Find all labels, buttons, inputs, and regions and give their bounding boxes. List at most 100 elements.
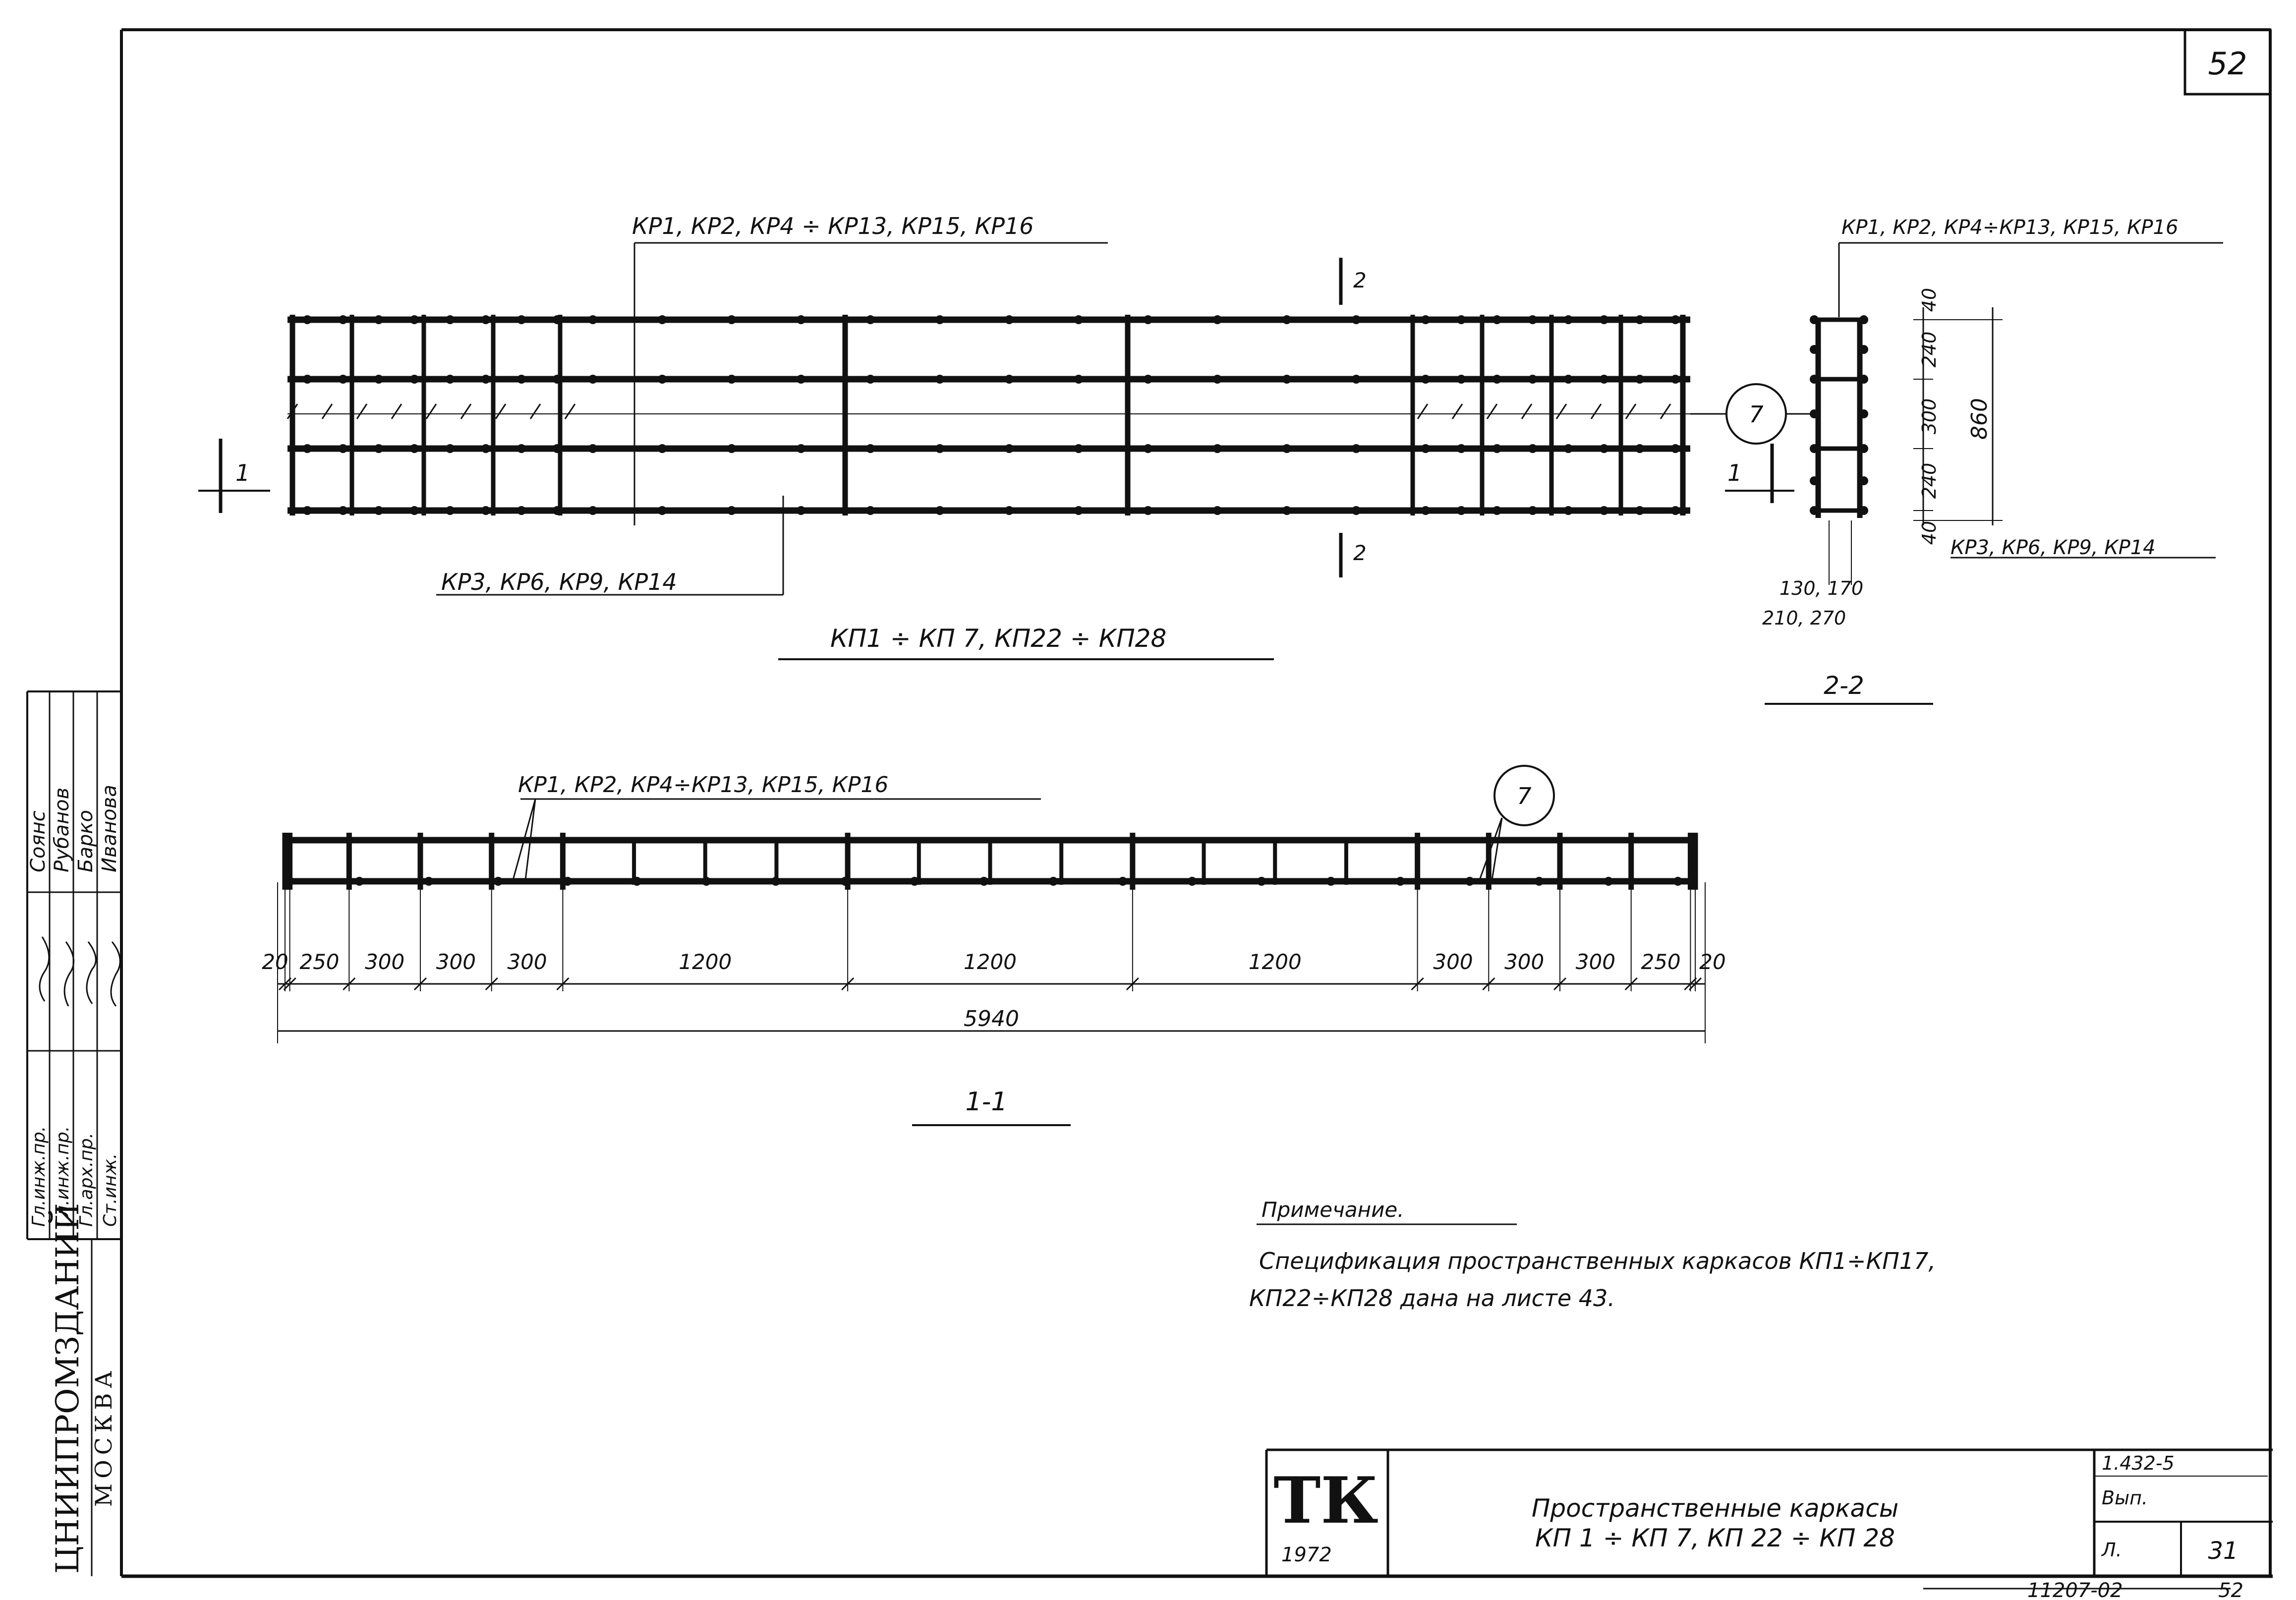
plan-dot xyxy=(410,444,419,453)
stamp-role-1: Гл.инж.пр. xyxy=(29,1126,49,1227)
plan-dot xyxy=(1457,315,1466,324)
sec22-width-a: 130, 170 xyxy=(1779,577,1863,599)
plan-dot xyxy=(1074,444,1083,453)
sec11-dim-label: 250 xyxy=(1641,950,1680,974)
plan-dot xyxy=(553,506,562,515)
plan-dot xyxy=(374,444,383,453)
sec11-dim-tick xyxy=(1684,977,1697,991)
plan-tick xyxy=(495,403,507,419)
sec11-dim-label: 1200 xyxy=(1249,950,1302,974)
plan-dot xyxy=(517,375,526,384)
plan-dot xyxy=(935,375,944,384)
plan-dot xyxy=(1005,315,1014,324)
plan-tick xyxy=(321,403,333,419)
sec11-dot xyxy=(1118,877,1127,886)
plan-title: КП1 ÷ КП 7, КП22 ÷ КП28 xyxy=(830,624,1166,653)
plan-dot xyxy=(1352,506,1361,515)
plan-dot xyxy=(1074,506,1083,515)
plan-dot xyxy=(658,444,667,453)
plan-dot xyxy=(553,444,562,453)
plan-dot xyxy=(866,375,875,384)
plan-dot xyxy=(1564,315,1573,324)
sec11-dim-label: 300 xyxy=(1576,950,1615,974)
plan-dot xyxy=(1492,315,1501,324)
stamp-role-4: Ст.инж. xyxy=(100,1153,120,1227)
sec22-dim-total: 860 xyxy=(1967,398,1992,440)
plan-view: КР1, КР2, КР4 ÷ КР13, КР15, КР16 КР3, КР… xyxy=(198,213,1817,660)
plan-dot xyxy=(1600,444,1608,453)
plan-dot xyxy=(1635,315,1644,324)
plan-dot xyxy=(410,315,419,324)
plan-tick xyxy=(1625,403,1637,419)
sec11-dim-label: 300 xyxy=(1504,950,1544,974)
sheet-frame xyxy=(120,28,2273,1578)
sec22-dot xyxy=(1810,506,1819,515)
sec11-dot xyxy=(1673,877,1682,886)
sec11-dim-label: 20 xyxy=(1699,950,1725,974)
plan-dot xyxy=(1005,444,1014,453)
sec11-dot xyxy=(424,877,433,886)
plan-dot xyxy=(588,506,597,515)
title-block: ТК 1972 Пространственные каркасы КП 1 ÷ … xyxy=(1265,1448,2273,1576)
cut-1-left-label: 1 xyxy=(235,459,250,486)
sec22-dot xyxy=(1810,444,1819,453)
plan-dot xyxy=(1352,315,1361,324)
sec11-marker-label: 7 xyxy=(1517,783,1531,809)
plan-tick xyxy=(529,403,541,419)
plan-tick xyxy=(1451,403,1463,419)
sec11-dim-tick xyxy=(413,977,427,991)
plan-dot xyxy=(1457,444,1466,453)
sec11-dot xyxy=(355,877,364,886)
plan-dot xyxy=(1528,444,1537,453)
plan-tick xyxy=(1555,403,1567,419)
title-block-sheet-number: 31 xyxy=(2208,1537,2238,1565)
title-block-line-1: Пространственные каркасы xyxy=(1532,1494,1898,1523)
plan-dot xyxy=(553,375,562,384)
plan-dot xyxy=(303,315,312,324)
plan-dot xyxy=(374,375,383,384)
sec11-dim-tick xyxy=(1126,977,1139,991)
plan-dot xyxy=(658,375,667,384)
plan-dot xyxy=(658,506,667,515)
plan-dot xyxy=(866,444,875,453)
sec22-dim-bottom: 40 xyxy=(1918,521,1940,545)
section-1-1-posts xyxy=(282,833,1698,890)
title-block-year: 1972 xyxy=(1281,1543,1332,1566)
page-number: 52 xyxy=(2208,46,2247,82)
plan-dot xyxy=(481,444,490,453)
plan-marker-circle xyxy=(1725,383,1787,445)
stamp-org: ЦНИИПРОМЗДАНИЙ xyxy=(48,1203,86,1574)
title-block-series: 1.432-5 xyxy=(2102,1452,2175,1474)
title-block-logo: ТК xyxy=(1273,1464,1378,1538)
plan-dot xyxy=(588,444,597,453)
sec22-dot xyxy=(1859,409,1868,418)
plan-dot xyxy=(1282,506,1291,515)
plan-tick xyxy=(356,403,368,419)
plan-tick xyxy=(1521,403,1533,419)
sec22-dot xyxy=(1859,444,1868,453)
plan-tick xyxy=(1660,403,1671,419)
note-block: Примечание. Спецификация пространственны… xyxy=(1249,1198,1936,1312)
cut-1-right-label: 1 xyxy=(1727,459,1742,486)
plan-dot xyxy=(339,506,347,515)
plan-dot xyxy=(481,375,490,384)
sec22-callout-top: КР1, КР2, КР4÷КР13, КР15, КР16 xyxy=(1841,216,2178,239)
plan-dot xyxy=(1144,444,1152,453)
sec11-dim-tick xyxy=(1553,977,1567,991)
sec11-dim-tick xyxy=(278,977,292,991)
plan-dot xyxy=(1600,375,1608,384)
plan-dot xyxy=(339,375,347,384)
plan-dot xyxy=(517,315,526,324)
plan-tick xyxy=(1590,403,1602,419)
plan-dot xyxy=(1528,506,1537,515)
sec11-dim-tick xyxy=(841,977,855,991)
left-stamp: Соянс Рубанов Барко Иванова Гл.инж.пр. Г… xyxy=(26,690,121,1576)
plan-dot xyxy=(481,315,490,324)
footer-number: 11207-02 xyxy=(2027,1579,2123,1600)
plan-ticks xyxy=(287,403,1690,419)
plan-dot xyxy=(1671,375,1680,384)
plan-tick xyxy=(460,403,472,419)
plan-dot xyxy=(446,315,455,324)
sec11-dim-label: 300 xyxy=(1433,950,1473,974)
